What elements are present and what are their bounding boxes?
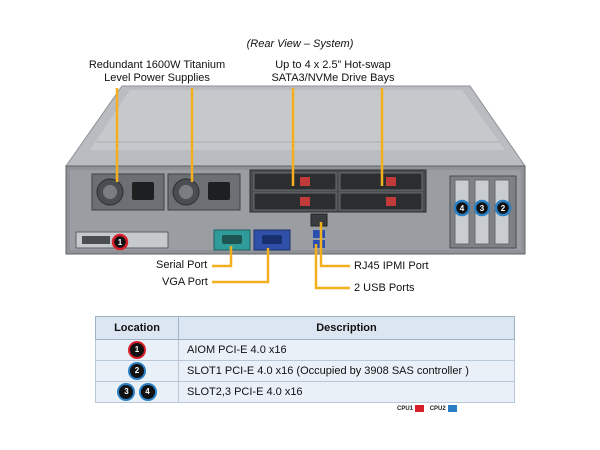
- slot-badge-4: 4: [453, 199, 471, 217]
- diagram-title: (Rear View – System): [246, 38, 354, 50]
- serial-callout-line: [212, 246, 233, 268]
- slot-badge-1: 1: [111, 233, 129, 251]
- callout-lines: [115, 88, 384, 290]
- drive-latch-4: [386, 197, 396, 206]
- vga-callout-line: [212, 248, 270, 284]
- drive-bay-3: [253, 192, 337, 211]
- svg-text:3: 3: [480, 204, 485, 213]
- drive-bays-label: Up to 4 x 2.5” Hot-swap SATA3/NVMe Drive…: [258, 59, 408, 85]
- header-description: Description: [178, 316, 515, 340]
- chassis-top-panel: [90, 90, 505, 150]
- psu-2-power-inlet-icon: [208, 182, 230, 200]
- cpu-legend: CPU1 CPU2: [397, 405, 461, 412]
- psu-label-line1: Redundant 1600W Titanium: [88, 59, 226, 71]
- ipmi-callout-line: [319, 222, 350, 268]
- drive-bays: [253, 172, 423, 211]
- psu-label-line2: Level Power Supplies: [104, 72, 210, 84]
- row-1-description: AIOM PCI-E 4.0 x16: [178, 339, 515, 361]
- serial-port-label: Serial Port: [156, 259, 208, 271]
- table-row: 1 AIOM PCI-E 4.0 x16: [95, 339, 515, 361]
- psu-1-fan-hub: [103, 185, 117, 199]
- table-header-row: Location Description: [95, 316, 515, 340]
- drive-latch-2: [386, 177, 396, 186]
- slot-badge-3: 3: [473, 199, 491, 217]
- vga-port-label: VGA Port: [162, 276, 208, 288]
- cpu2-swatch: [447, 405, 457, 412]
- cpu2-legend-label: CPU2: [429, 406, 446, 413]
- drive-latch-3: [300, 197, 310, 206]
- row-3-location: 3 4: [95, 381, 179, 403]
- slot-badge-2: 2: [494, 199, 512, 217]
- usb-port-1: [313, 230, 325, 238]
- server-rear-illustration: 1 4 3 2: [65, 85, 526, 290]
- serial-port-connector: [222, 235, 242, 244]
- table-row: 2 SLOT1 PCI-E 4.0 x16 (Occupied by 3908 …: [95, 360, 515, 382]
- usb-port-2: [313, 240, 325, 248]
- row-3-description: SLOT2,3 PCI-E 4.0 x16: [178, 381, 515, 403]
- svg-text:1: 1: [118, 238, 123, 247]
- rj45-ipmi-port: [310, 213, 328, 227]
- ipmi-port-label: RJ45 IPMI Port: [354, 260, 429, 272]
- aiom-port: [82, 236, 110, 244]
- row-2-location: 2: [95, 360, 179, 382]
- svg-text:2: 2: [501, 204, 506, 213]
- vga-port-connector: [262, 235, 282, 244]
- location-badge: 4: [140, 385, 155, 399]
- psu-1-power-inlet-icon: [132, 182, 154, 200]
- table-row: 3 4 SLOT2,3 PCI-E 4.0 x16: [95, 381, 515, 403]
- usb-ports-label: 2 USB Ports: [354, 282, 415, 294]
- psu-2-fan-hub: [179, 185, 193, 199]
- header-location: Location: [95, 316, 179, 340]
- cpu1-legend-label: CPU1: [397, 406, 414, 413]
- row-2-description: SLOT1 PCI-E 4.0 x16 (Occupied by 3908 SA…: [178, 360, 515, 382]
- usb-callout-line: [314, 244, 350, 290]
- drive-label-line1: Up to 4 x 2.5” Hot-swap: [275, 59, 391, 71]
- cpu1-swatch: [415, 405, 425, 412]
- location-table: Location Description 1 AIOM PCI-E 4.0 x1…: [95, 316, 515, 403]
- row-1-location: 1: [95, 339, 179, 361]
- drive-bay-1: [253, 172, 337, 191]
- drive-latch-1: [300, 177, 310, 186]
- drive-label-line2: SATA3/NVMe Drive Bays: [271, 72, 395, 84]
- location-badge: 2: [130, 364, 144, 378]
- svg-text:4: 4: [460, 204, 465, 213]
- location-badge: 3: [119, 385, 134, 399]
- drive-bay-4: [339, 192, 423, 211]
- location-badge: 1: [130, 343, 144, 357]
- psu-label: Redundant 1600W Titanium Level Power Sup…: [82, 59, 232, 85]
